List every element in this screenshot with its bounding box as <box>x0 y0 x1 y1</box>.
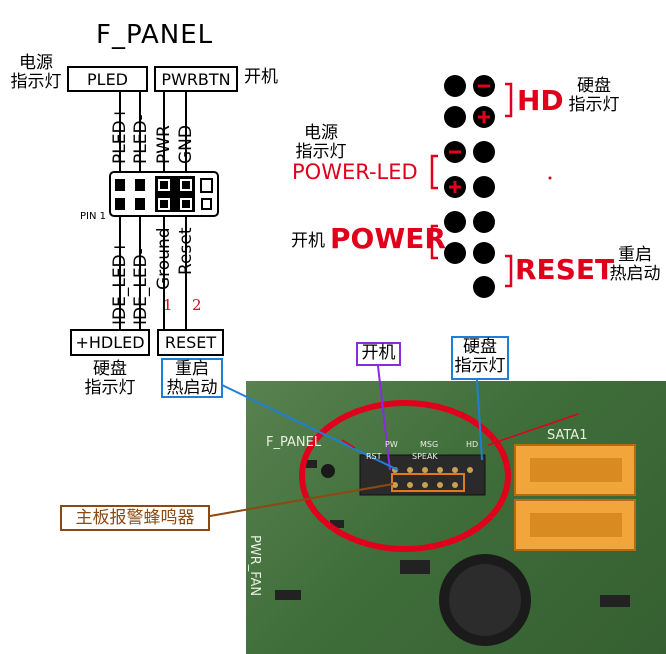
board-sata-text: SATA1 <box>547 428 588 443</box>
right-power-led-cn-line2: 指示灯 <box>295 142 347 162</box>
callout-hdd-led: 硬盘 指示灯 <box>451 336 509 380</box>
hdd-led-cn-line1: 硬盘 <box>93 359 127 379</box>
pled-box: PLED <box>67 66 148 92</box>
board-speak-text: SPEAK <box>412 452 438 461</box>
board-pw-text: PW <box>385 440 398 449</box>
restart-label-cn: 重启 热启动 <box>161 358 223 398</box>
hdd-led-cn-line2: 指示灯 <box>84 378 136 398</box>
hd-label: HD <box>517 84 564 117</box>
right-diagram-panel <box>287 66 659 348</box>
callout-power: 开机 <box>356 342 401 366</box>
hdd-led-label-cn: 硬盘 指示灯 <box>80 360 140 398</box>
restart-cn-line1: 重启 <box>175 359 209 379</box>
right-power-led-cn: 电源 指示灯 <box>292 124 350 162</box>
board-f-panel-text: F_PANEL <box>266 435 322 450</box>
reset-label: RESET <box>515 253 615 286</box>
pwrbtn-box: PWRBTN <box>154 66 238 92</box>
power-led-label: POWER-LED <box>292 160 418 184</box>
callout-buzzer: 主板报警蜂鸣器 <box>60 505 210 531</box>
pin-number-2: 2 <box>192 296 202 314</box>
reset-box: RESET <box>157 329 224 356</box>
board-pwr-fan-text: PWR_FAN <box>247 535 262 597</box>
power-led-label-cn: 电源 指示灯 <box>6 54 66 92</box>
board-hd-text: HD <box>466 440 479 449</box>
right-hdd-led-cn-line2: 指示灯 <box>568 95 620 115</box>
callout-hdd-line1: 硬盘 <box>463 337 497 357</box>
pin-number-1: 1 <box>163 296 173 314</box>
right-power-led-cn-line1: 电源 <box>304 123 338 143</box>
right-restart-cn: 重启 热启动 <box>607 246 663 284</box>
power-led-cn-line1: 电源 <box>19 53 53 73</box>
power-label: POWER <box>330 222 446 255</box>
power-switch-label-cn: 开机 <box>244 67 278 87</box>
right-hdd-led-cn-line1: 硬盘 <box>577 76 611 96</box>
right-restart-cn-line1: 重启 <box>618 245 652 265</box>
right-power-cn: 开机 <box>291 231 325 251</box>
power-led-cn-line2: 指示灯 <box>10 72 62 92</box>
page-title: F_PANEL <box>96 20 214 50</box>
hdled-box: +HDLED <box>70 329 150 356</box>
restart-cn-line2: 热启动 <box>166 378 218 398</box>
right-hdd-led-cn: 硬盘 指示灯 <box>565 77 623 115</box>
callout-hdd-line2: 指示灯 <box>454 356 506 376</box>
pin1-label: PIN 1 <box>80 211 107 222</box>
board-rst-text: RST <box>366 452 382 461</box>
board-msg-text: MSG <box>420 440 439 449</box>
right-restart-cn-line2: 热启动 <box>609 264 661 284</box>
